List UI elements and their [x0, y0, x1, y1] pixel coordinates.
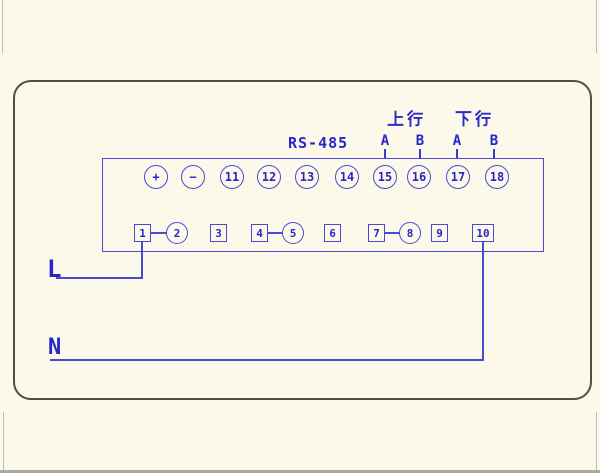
page-bottom-edge	[0, 470, 600, 473]
terminal-11: 11	[220, 165, 244, 189]
terminal-label: 14	[339, 170, 355, 184]
terminal-label: 10	[476, 226, 490, 240]
upstream-b-label: B	[415, 133, 425, 149]
terminal-label: 17	[450, 170, 466, 184]
terminal-14: 14	[335, 165, 359, 189]
line-label: L	[47, 255, 62, 283]
terminal-6: 6	[324, 224, 341, 242]
terminal-7: 7	[368, 224, 385, 242]
terminal-label: 12	[261, 170, 277, 184]
terminal-label: 2	[173, 226, 181, 240]
terminal-label: 7	[373, 226, 380, 240]
terminal-label: 13	[299, 170, 315, 184]
shang-glyph-icon	[387, 110, 404, 126]
terminal-5: 5	[282, 222, 304, 244]
terminal-2: 2	[166, 222, 188, 244]
terminal-4: 4	[251, 224, 268, 242]
terminal-label: 3	[215, 226, 222, 240]
lead-terminal-17	[456, 149, 458, 158]
terminal-8: 8	[399, 222, 421, 244]
terminal-10: 10	[472, 224, 494, 242]
lead-terminal-16	[419, 149, 421, 158]
xia-glyph-icon	[455, 111, 472, 127]
jumper-1-2	[151, 232, 167, 234]
terminal-plus: +	[144, 165, 168, 189]
terminal-label: 1	[139, 226, 146, 240]
downstream-label	[455, 110, 491, 127]
terminal-1: 1	[134, 224, 151, 242]
terminal-minus: −	[181, 165, 205, 189]
neutral-label: N	[48, 335, 62, 360]
terminal-label: 8	[406, 226, 414, 240]
rs485-label: RS-485	[288, 134, 349, 152]
terminal-label: 11	[224, 170, 240, 184]
terminal-13: 13	[295, 165, 319, 189]
wire-l-vertical	[141, 242, 143, 279]
downstream-b-label: B	[489, 133, 499, 149]
jumper-7-8	[385, 232, 400, 234]
wire-n-horizontal	[50, 359, 484, 361]
terminal-17: 17	[446, 165, 470, 189]
terminal-label: 16	[411, 170, 427, 184]
lead-terminal-18	[493, 149, 495, 158]
terminal-label: 18	[489, 170, 505, 184]
upstream-label	[387, 110, 423, 127]
terminal-12: 12	[257, 165, 281, 189]
terminal-label: 5	[289, 226, 297, 240]
terminal-label: 4	[256, 226, 263, 240]
page-edge-top-left	[2, 0, 3, 53]
terminal-3: 3	[210, 224, 227, 242]
page-edge-top-right	[596, 0, 597, 53]
wire-n-vertical	[482, 242, 484, 361]
jumper-4-5	[268, 232, 283, 234]
terminal-label: 6	[329, 226, 336, 240]
downstream-a-label: A	[452, 133, 462, 149]
xing-glyph-icon	[474, 110, 491, 127]
terminal-16: 16	[407, 165, 431, 189]
wire-l-horizontal	[56, 277, 143, 279]
xing-glyph-icon	[406, 110, 423, 127]
terminal-9: 9	[431, 224, 448, 242]
terminal-label: −	[189, 170, 197, 184]
terminal-label: 9	[436, 226, 443, 240]
page-edge-bottom-right	[596, 412, 597, 470]
lead-terminal-15	[384, 149, 386, 158]
terminal-15: 15	[373, 165, 397, 189]
terminal-label: +	[152, 170, 160, 184]
terminal-18: 18	[485, 165, 509, 189]
terminal-block	[102, 158, 544, 252]
page-edge-bottom-left	[3, 412, 4, 470]
upstream-a-label: A	[380, 133, 390, 149]
terminal-label: 15	[377, 170, 393, 184]
device-outline	[13, 80, 592, 400]
